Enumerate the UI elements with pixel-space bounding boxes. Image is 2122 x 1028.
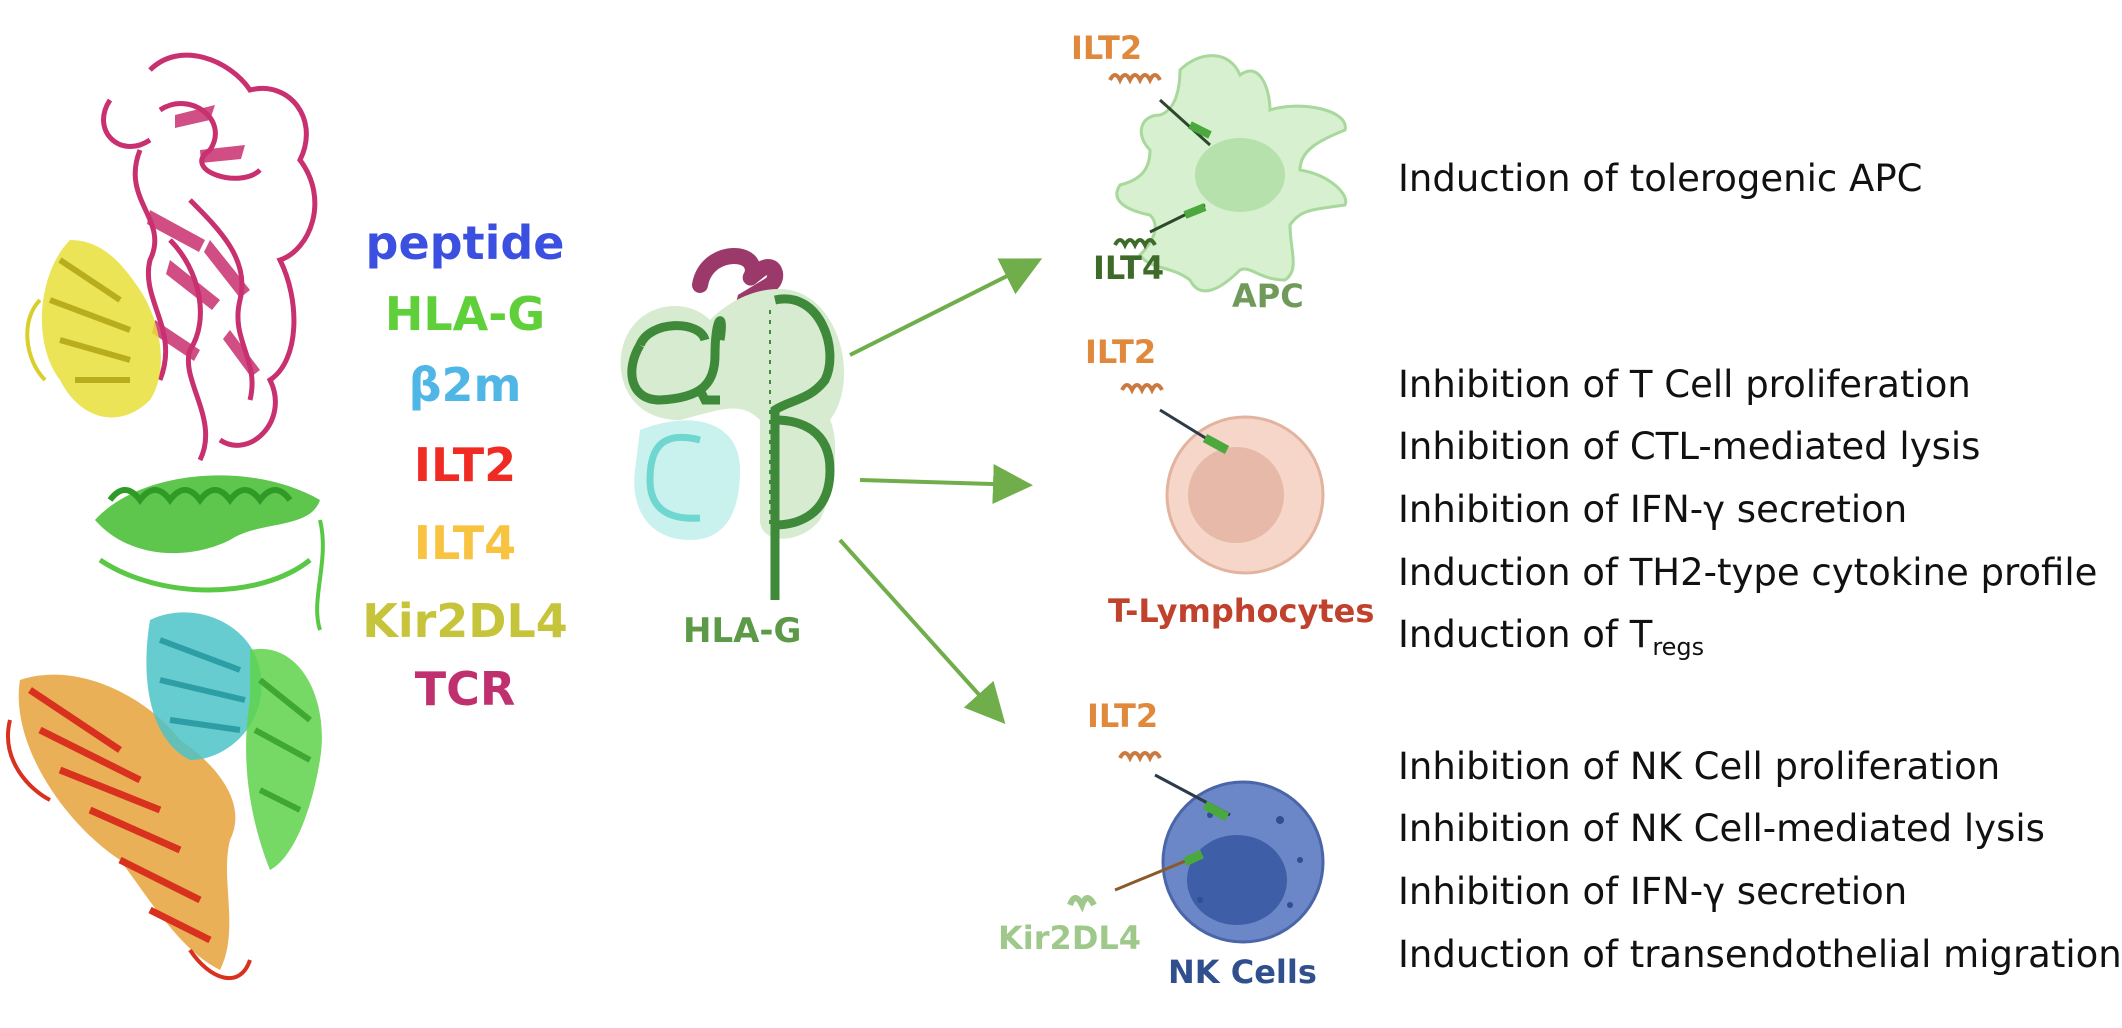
legend-b2m: β2m xyxy=(408,358,522,412)
nk-effect-3: Inhibition of IFN-γ secretion xyxy=(1398,870,1908,913)
peptide-icon xyxy=(692,248,784,328)
nk-effect-2: Inhibition of NK Cell-mediated lysis xyxy=(1398,807,2045,850)
legend-tcr: TCR xyxy=(414,662,516,716)
nk-kir2dl4-label: Kir2DL4 xyxy=(998,919,1142,957)
tcell-effect-2: Inhibition of CTL-mediated lysis xyxy=(1398,425,1981,468)
apc-label: APC xyxy=(1232,277,1304,315)
legend-hla-g: HLA-G xyxy=(384,287,546,341)
tcell-effect-4: Induction of TH2-type cytokine profile xyxy=(1398,551,2098,594)
nk-ilt2-label: ILT2 xyxy=(1087,697,1159,735)
nk-effect-4: Induction of transendothelial migration xyxy=(1398,933,2122,976)
tcell-ilt2-label: ILT2 xyxy=(1085,333,1157,371)
tcell-effect-1: Inhibition of T Cell proliferation xyxy=(1398,363,1971,406)
nk-effect-1: Inhibition of NK Cell proliferation xyxy=(1398,745,2001,788)
b2m-yellow-structure xyxy=(25,240,161,418)
apc-ilt2-label: ILT2 xyxy=(1071,29,1143,67)
hla-g-alpha3 xyxy=(246,648,322,870)
tcell-effect-3: Inhibition of IFN-γ secretion xyxy=(1398,488,1908,531)
hla-g-diagram: peptide HLA-G β2m ILT2 ILT4 Kir2DL4 TCR xyxy=(6,29,2122,991)
hla-g-helices xyxy=(95,475,325,631)
tcr-strands xyxy=(147,105,260,377)
b2m-domain-icon xyxy=(634,420,740,540)
t-cell-icon xyxy=(1120,383,1325,575)
hla-g-molecule-icon xyxy=(620,289,845,600)
nk-label: NK Cells xyxy=(1168,953,1317,991)
protein-structure-illustration xyxy=(6,52,325,981)
legend-kir2dl4: Kir2DL4 xyxy=(362,594,568,648)
legend-ilt4: ILT4 xyxy=(413,516,517,570)
tcell-effect-5: Induction of Tregs xyxy=(1398,613,1705,661)
arrow-to-apc xyxy=(849,258,1043,357)
apc-ilt4-label: ILT4 xyxy=(1093,249,1165,287)
b2m-cyan-structure xyxy=(146,612,262,760)
legend-ilt2: ILT2 xyxy=(413,438,517,492)
arrow-to-tcell xyxy=(859,464,1033,505)
nk-cell-icon xyxy=(1067,751,1325,944)
arrow-to-nk xyxy=(838,538,1006,724)
hla-g-center-label: HLA-G xyxy=(683,611,802,651)
legend-peptide: peptide xyxy=(365,216,565,270)
tcell-label: T-Lymphocytes xyxy=(1108,592,1375,630)
apc-effect-1: Induction of tolerogenic APC xyxy=(1398,157,1923,200)
